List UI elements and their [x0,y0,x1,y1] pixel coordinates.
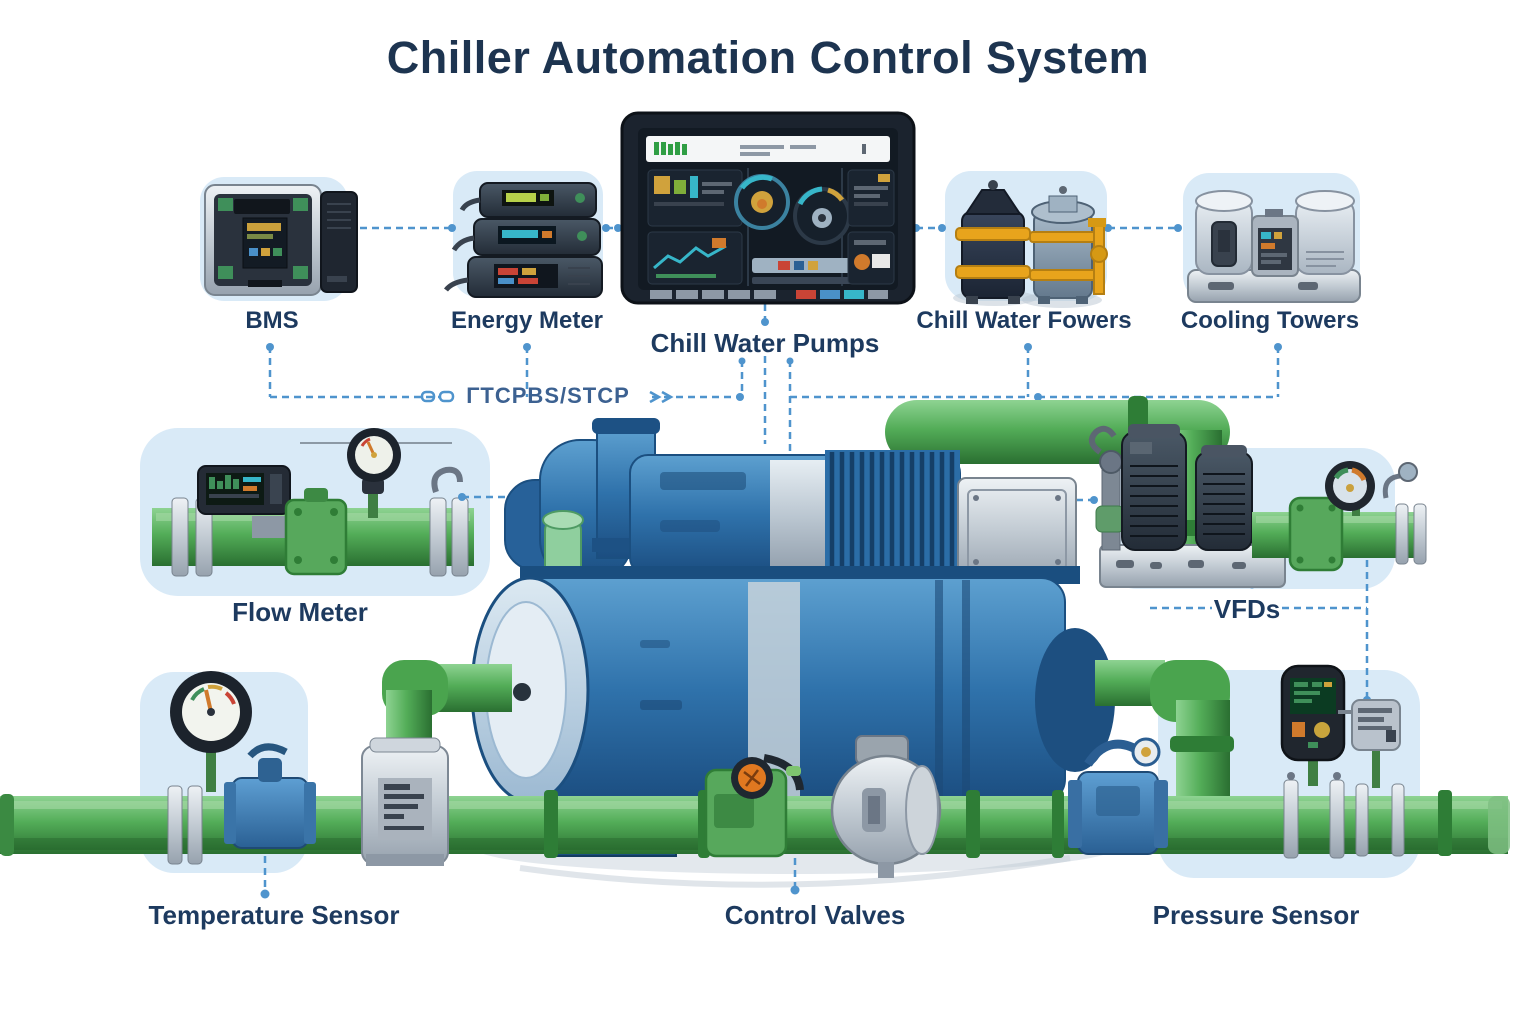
bus-glyphs [420,390,674,404]
chill-water-powers-label: Chill Water Fowers [916,307,1132,334]
chill-water-pumps-label: Chill Water Pumps [650,328,880,358]
temperature-sensor-label: Temperature Sensor [148,900,400,930]
hmi-tablet-illustration [620,111,916,305]
flow-meter-label: Flow Meter [232,597,368,627]
cooling-towers-illustration [1187,190,1361,303]
right-blue-valve-illustration [1068,737,1168,855]
pressure-sensor-label: Pressure Sensor [1152,900,1360,930]
flow-meter-illustration [152,428,474,577]
bottom-drop-dots [260,885,800,899]
energy-meter-label: Energy Meter [450,307,604,334]
bms-device-illustration [204,184,358,296]
network-connectors [268,226,1369,700]
chill-water-powers-illustration [953,180,1108,308]
vfds-illustration [1088,424,1427,588]
page-title: Chiller Automation Control System [386,32,1150,83]
vfds-label: VFDs [1213,594,1281,624]
control-valves-label: Control Valves [724,900,906,930]
cooling-towers-label: Cooling Towers [1180,307,1360,334]
strainer-illustration [361,737,449,866]
bottom-drops [263,856,797,894]
temperature-sensor-illustration [167,671,316,865]
bus-protocol-label: ΓTCPBS/STCP [466,383,630,408]
pressure-sensor-illustration [1280,664,1405,859]
bms-label: BMS [245,307,299,334]
energy-meter-device-illustration [444,182,603,298]
control-valves-illustration [704,735,942,878]
